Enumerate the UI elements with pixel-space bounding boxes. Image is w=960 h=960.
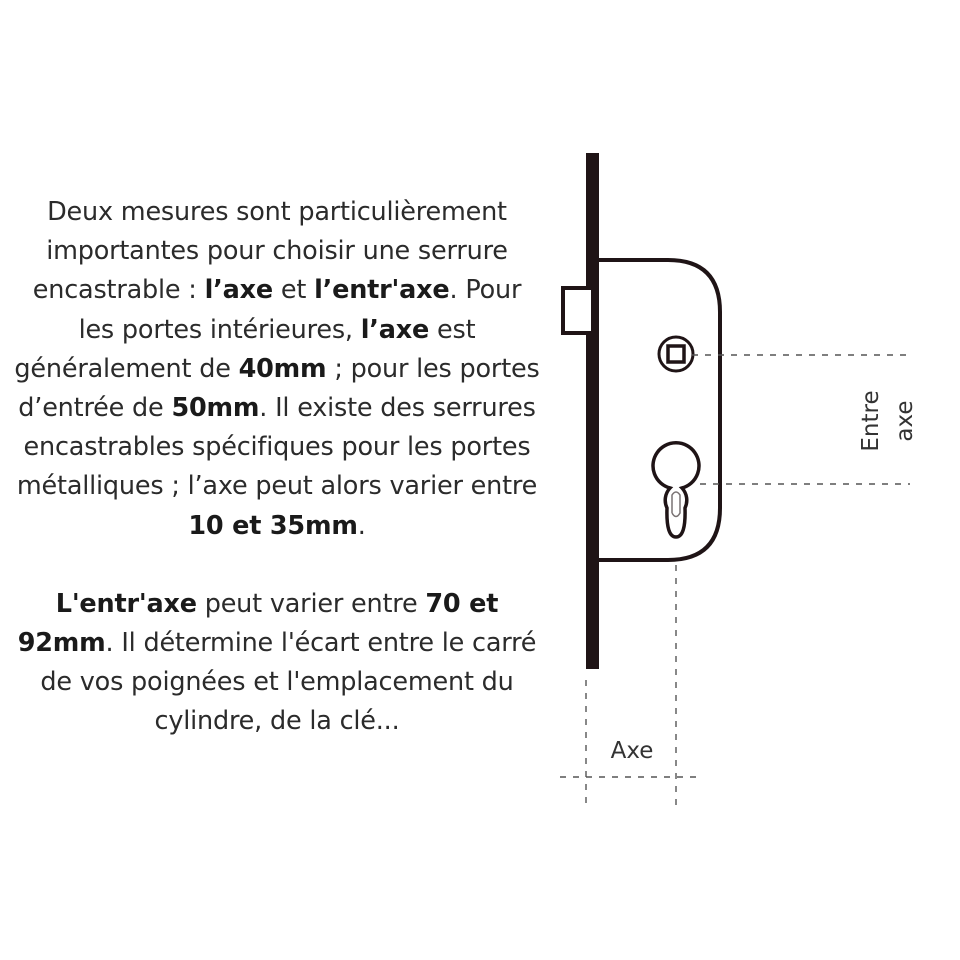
bold-term: l’axe [360, 314, 430, 345]
text-segment: ; pour les portes d’entrée de [18, 353, 540, 424]
text-segment: . [357, 510, 366, 541]
cylinder-keyhole-inner [671, 491, 681, 518]
label-entraxe-line2: axe [892, 400, 918, 441]
handle-square-icon [666, 344, 686, 364]
bold-term: l’axe [204, 275, 274, 306]
latch-bolt [561, 286, 595, 335]
text-segment: . Pour les portes intérieures, [78, 275, 522, 345]
paragraph-axe: Deux mesures sont particulièrement impor… [14, 193, 540, 546]
faceplate [586, 153, 599, 669]
bold-term: 50mm [171, 393, 260, 424]
bold-term: 10 et 35mm [188, 510, 358, 541]
bold-term: 70 et 92mm [17, 588, 499, 659]
explanation-text: Deux mesures sont particulièrement impor… [14, 193, 540, 742]
text-segment: peut varier entre [196, 588, 426, 619]
cylinder-keyhole-icon [651, 441, 701, 539]
paragraph-entraxe: L'entr'axe peut varier entre 70 et 92mm.… [14, 585, 540, 742]
text-segment: est généralement de [14, 314, 476, 384]
handle-square-ring [657, 335, 695, 373]
lock-case [598, 258, 722, 562]
text-segment: et [273, 275, 315, 306]
bold-term: L'entr'axe [55, 588, 197, 619]
bold-term: 40mm [238, 353, 327, 384]
text-segment: . Il détermine l'écart entre le carré de… [40, 628, 537, 737]
label-entraxe-group: Entre axe [858, 390, 918, 451]
bold-term: l’entr'axe [314, 275, 450, 306]
label-axe: Axe [611, 738, 654, 764]
text-segment: . Il existe des serrures encastrables sp… [16, 393, 538, 502]
text-segment: Deux mesures sont particulièrement impor… [32, 197, 508, 306]
label-entraxe-line1: Entre [858, 390, 884, 451]
